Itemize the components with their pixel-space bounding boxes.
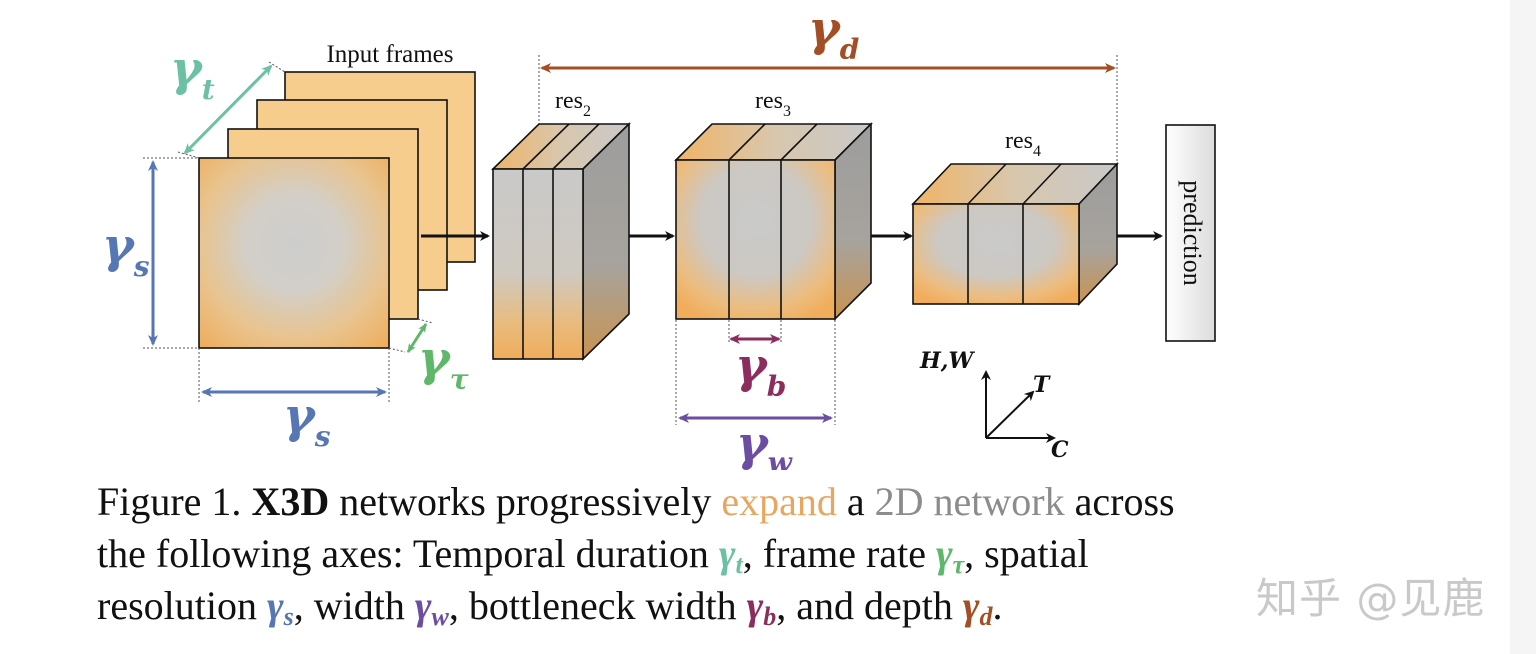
axis-hw-label: H,W [919,348,975,374]
caption-text: . [992,583,1003,628]
input-frame-1 [198,157,390,349]
gamma-s-horizontal-label: γs [283,388,331,453]
caption-text: resolution [97,583,267,628]
caption-text: , frame rate [742,531,936,576]
caption-text: the following axes: Temporal duration [97,531,719,576]
res3-block [674,122,873,321]
input-frames-label: Input frames [326,41,453,68]
res4-block [911,161,1119,307]
caption-prefix: Figure 1. [97,479,252,524]
temporal-duration-arrow [183,64,273,155]
caption-text: a [836,479,875,524]
caption-expand-word: expand [721,479,837,524]
prediction-box [1165,124,1216,342]
caption-gamma-w: γw [414,583,449,631]
caption-gamma-s: γs [266,583,294,631]
res4-front-face [912,203,1080,305]
caption-text: , width [293,583,415,628]
prediction-label: prediction [1178,180,1207,285]
gamma-w-label: γw [736,416,793,470]
caption-line-2: the following axes: Temporal duration γt… [97,528,1257,580]
res2-front-face [492,168,584,360]
res2-block [491,122,631,361]
axis-t-label: T [1033,372,1051,398]
caption-gamma-b: γb [746,583,777,631]
watermark: 知乎 @见鹿 [1256,574,1486,623]
caption-line-1: Figure 1. X3D networks progressively exp… [97,476,1257,528]
frame-rate-arrow [406,323,428,353]
input-frames-stack [198,71,476,349]
gamma-b-label: γb [735,338,786,403]
caption-gamma-tau: γτ [935,531,965,579]
x3d-diagram: Input frames γt γs γs γτ [102,1,1216,470]
gamma-tau-label: γτ [418,331,469,396]
gamma-t-label: γt [170,41,215,106]
guide-lines [143,55,1118,425]
res4-label: res4 [1005,128,1041,160]
page-edge-strip [1510,0,1536,654]
res3-front-face [675,159,836,320]
caption-gamma-t: γt [718,531,743,579]
caption-text: , and depth [776,583,963,628]
caption-line-3: resolution γs, width γw, bottleneck widt… [97,580,1257,632]
res3-label: res3 [755,88,791,120]
caption-text: across [1064,479,1175,524]
axis-c-label: C [1051,437,1069,463]
caption-2d-network: 2D network [874,479,1065,524]
figure-caption: Figure 1. X3D networks progressively exp… [97,476,1257,632]
axes-legend: H,W T C [919,348,1069,463]
caption-model-name: X3D [251,479,330,524]
caption-text: networks progressively [329,479,722,524]
caption-text: , spatial [964,531,1089,576]
gamma-s-vertical-label: γs [102,218,150,283]
axis-t-arrow [985,390,1035,439]
caption-text: , bottleneck width [448,583,747,628]
res2-label: res2 [555,88,591,120]
gamma-d-label: γd [808,1,859,66]
caption-gamma-d: γd [962,583,993,631]
